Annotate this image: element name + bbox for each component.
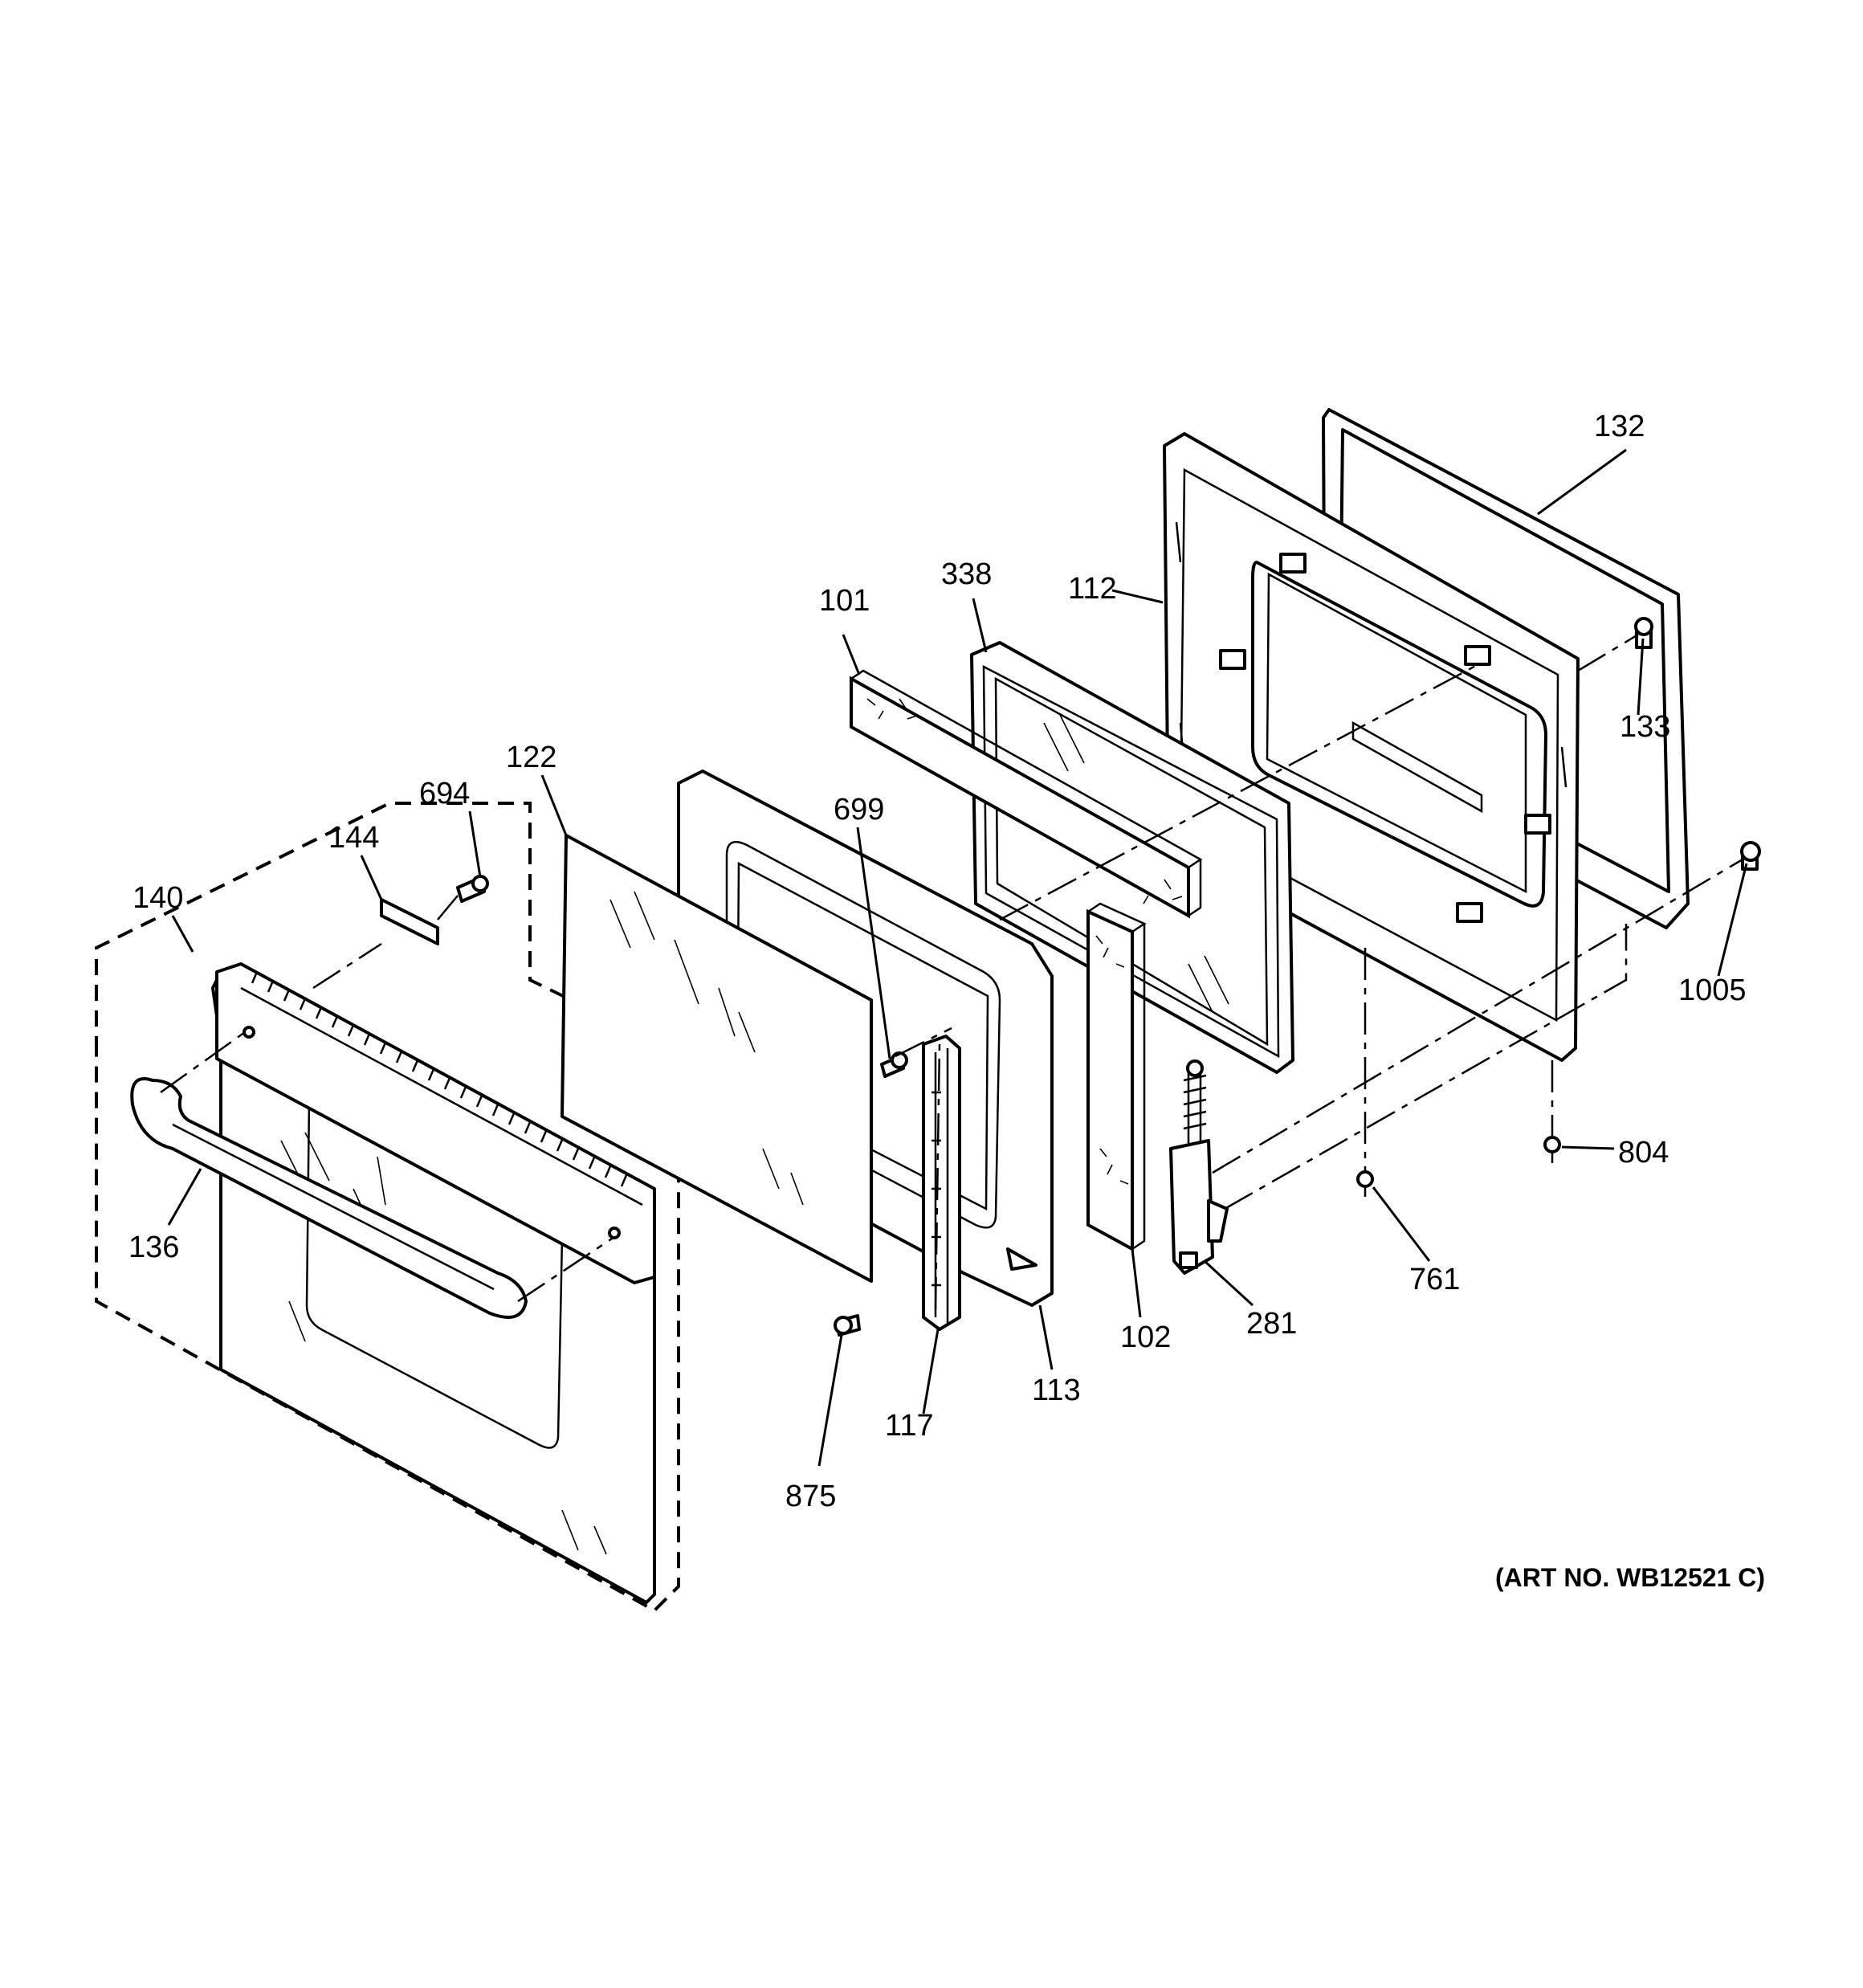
label-122: 122 [506,741,556,774]
label-136: 136 [128,1231,179,1264]
label-694: 694 [419,777,470,810]
part-875-screw [834,1314,861,1337]
label-101: 101 [819,584,870,618]
part-281-hinge [1169,1059,1229,1275]
part-number-labels: 132 112 338 101 133 122 694 699 144 140 … [128,410,1747,1513]
part-1005-screw [1740,841,1761,871]
label-117: 117 [885,1409,934,1443]
label-1005: 1005 [1678,974,1747,1007]
part-101-insulation-top [850,669,1203,919]
part-694-screw [456,875,489,903]
label-133: 133 [1620,710,1670,744]
label-699: 699 [834,793,884,827]
part-117-hinge-channel [922,1035,961,1331]
part-761-screw [1356,1170,1374,1197]
vent-trim-strip [215,962,656,1284]
label-140: 140 [132,881,183,915]
label-338: 338 [941,557,992,591]
label-875: 875 [785,1480,836,1513]
art-number: (ART NO. WB12521 C) [1495,1563,1765,1592]
label-761: 761 [1409,1263,1460,1296]
part-136-door-handle [130,1077,528,1319]
label-281: 281 [1246,1307,1297,1341]
leader-lines [167,448,1748,1467]
part-112-door-liner [1163,432,1580,1062]
label-112: 112 [1068,572,1117,606]
part-133-screw [1634,617,1653,649]
label-804: 804 [1618,1136,1669,1170]
part-804-screw [1543,1136,1561,1163]
label-132: 132 [1594,410,1645,443]
phantom-alignment-lines [160,633,1743,1310]
part-144-bracket [380,898,439,945]
label-144: 144 [328,821,379,855]
label-113: 113 [1032,1374,1081,1407]
label-102: 102 [1120,1321,1171,1354]
part-122-outer-glass [561,834,873,1283]
